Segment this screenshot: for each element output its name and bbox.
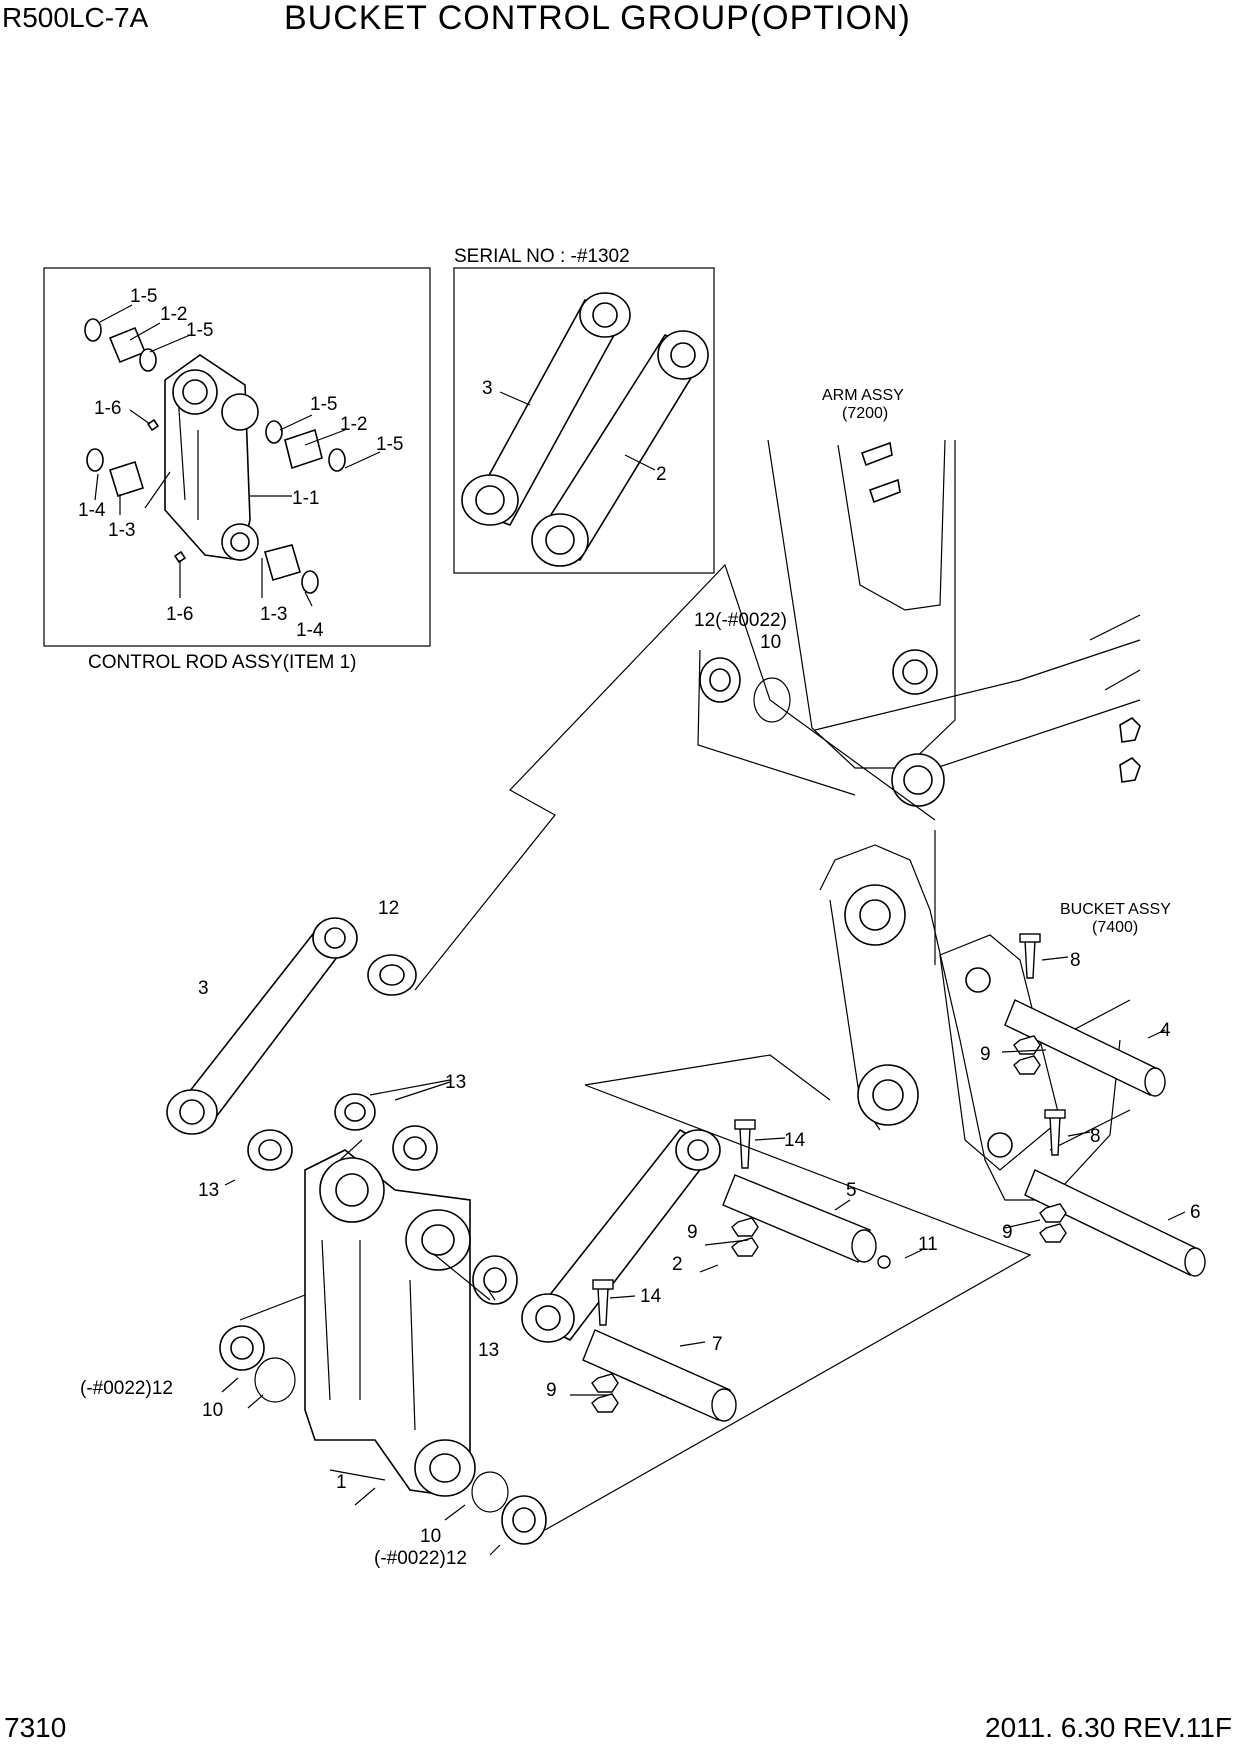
serial-label-2: 2 xyxy=(656,464,667,485)
callout-9-d: 9 xyxy=(1002,1222,1013,1243)
label-1-4-a: 1-4 xyxy=(78,500,106,521)
bucket-assy-name: BUCKET ASSY xyxy=(1060,901,1171,918)
callout-9-c: 9 xyxy=(980,1044,991,1065)
callout-14-a: 14 xyxy=(784,1130,806,1151)
callout-9-a: 9 xyxy=(687,1222,698,1243)
callout-10-top: 10 xyxy=(760,632,781,653)
callout-12-mid: 12 xyxy=(378,898,399,919)
label-1-3-b: 1-3 xyxy=(260,604,287,625)
callout-12-left: (-#0022)12 xyxy=(80,1378,173,1399)
serial-inset-frame xyxy=(453,267,715,574)
callout-4: 4 xyxy=(1160,1020,1171,1041)
label-1-4-b: 1-4 xyxy=(296,620,324,641)
callout-13-a: 13 xyxy=(445,1072,466,1093)
label-1-5-b: 1-5 xyxy=(186,320,213,341)
serial-label-3: 3 xyxy=(482,378,493,399)
callout-8-a: 8 xyxy=(1070,950,1081,971)
bucket-assy-drawing xyxy=(819,830,1206,1277)
label-1-5-d: 1-5 xyxy=(376,434,403,455)
model-code: R500LC-7A xyxy=(2,2,149,33)
label-1-3-a: 1-3 xyxy=(108,520,135,541)
control-rod-inset: 1-5 1-2 1-5 1-6 1-5 1-2 1-5 1-1 1-4 1-3 … xyxy=(43,267,431,673)
callout-2: 2 xyxy=(672,1254,683,1275)
callout-3: 3 xyxy=(198,978,209,999)
arm-assy-code: (7200) xyxy=(842,405,888,422)
revision-date: 2011. 6.30 REV.11F xyxy=(985,1712,1232,1743)
callout-14-b: 14 xyxy=(640,1286,662,1307)
bucket-assy-code: (7400) xyxy=(1092,919,1138,936)
label-1-6-a: 1-6 xyxy=(94,398,121,419)
page-title: BUCKET CONTROL GROUP(OPTION) xyxy=(284,0,911,37)
callout-11: 11 xyxy=(918,1234,938,1255)
callout-6: 6 xyxy=(1190,1202,1201,1223)
label-1-5-a: 1-5 xyxy=(130,286,157,307)
control-rod-inset-frame xyxy=(43,267,431,647)
callout-8-b: 8 xyxy=(1090,1126,1101,1147)
callout-12-top: 12(-#0022) xyxy=(694,610,787,631)
callout-9-b: 9 xyxy=(546,1380,557,1401)
label-1-1: 1-1 xyxy=(292,488,319,509)
callout-10-bot: 10 xyxy=(420,1526,441,1547)
callout-5: 5 xyxy=(846,1180,857,1201)
main-parts-drawing xyxy=(166,563,1032,1556)
serial-caption: SERIAL NO : -#1302 xyxy=(454,246,630,267)
control-rod-caption: CONTROL ROD ASSY(ITEM 1) xyxy=(88,652,357,673)
label-1-6-b: 1-6 xyxy=(166,604,193,625)
arm-assy-drawing xyxy=(767,439,1141,807)
arm-assy-name: ARM ASSY xyxy=(822,387,904,404)
callout-10-left: 10 xyxy=(202,1400,223,1421)
control-rod-drawing xyxy=(84,304,381,607)
serial-links-drawing xyxy=(461,292,709,567)
label-1-2-a: 1-2 xyxy=(160,304,187,325)
callout-13-c: 13 xyxy=(478,1340,499,1361)
callout-1: 1 xyxy=(336,1472,347,1493)
callout-7: 7 xyxy=(712,1334,723,1355)
callout-13-b: 13 xyxy=(198,1180,219,1201)
label-1-5-c: 1-5 xyxy=(310,394,337,415)
callout-12-bot: (-#0022)12 xyxy=(374,1548,467,1569)
serial-inset: SERIAL NO : -#1302 3 2 xyxy=(453,246,715,574)
page-number: 7310 xyxy=(4,1712,67,1743)
label-1-2-b: 1-2 xyxy=(340,414,367,435)
